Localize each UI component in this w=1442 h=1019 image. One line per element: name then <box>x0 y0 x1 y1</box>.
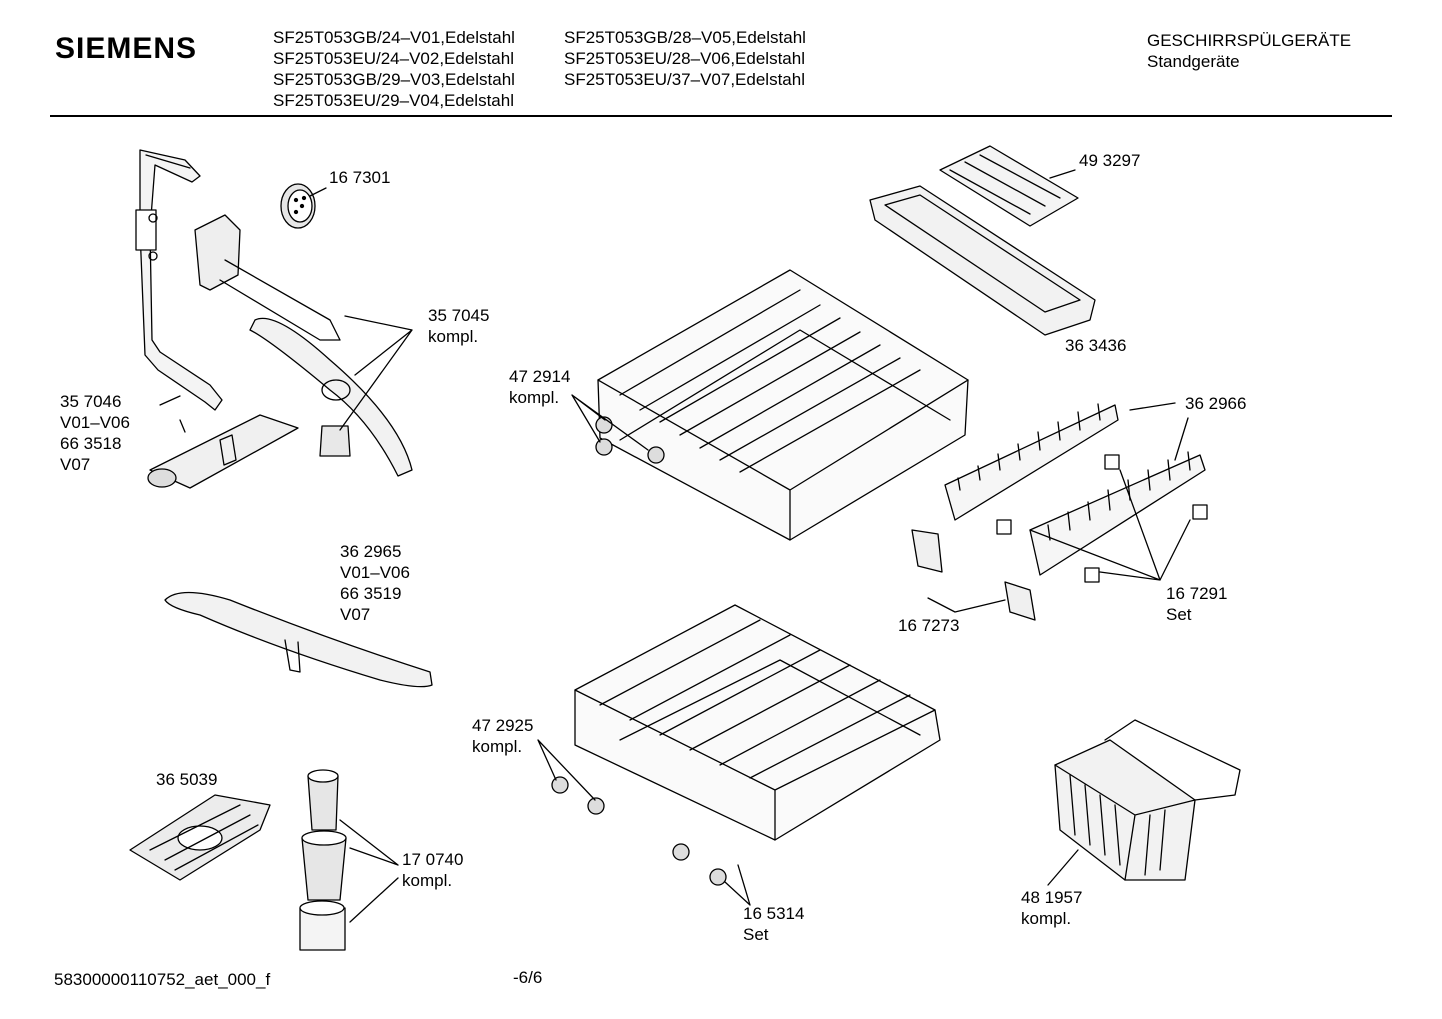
category-heading: GESCHIRRSPÜLGERÄTE Standgeräte <box>1147 30 1351 72</box>
category-subtitle: Standgeräte <box>1147 52 1240 71</box>
part-label-365039: 36 5039 <box>156 770 218 789</box>
filter-plate-drawing <box>130 795 270 880</box>
micro-filter-drawing <box>148 415 298 488</box>
part-label-472925: 47 2925 kompl. <box>472 716 534 756</box>
model-item: SF25T053EU/24–V02,Edelstahl <box>273 49 514 68</box>
page-number: -6/6 <box>513 968 543 987</box>
part-label-357046: 35 7046 V01–V06 66 3518 V07 <box>60 392 130 474</box>
filter-cap-drawing <box>281 184 315 228</box>
part-label-165314: 16 5314 Set <box>743 904 805 944</box>
part-label-481957: 48 1957 kompl. <box>1021 888 1083 928</box>
model-item: SF25T053GB/24–V01,Edelstahl <box>273 28 515 47</box>
part-label-362965: 36 2965 V01–V06 66 3519 V07 <box>340 542 410 624</box>
category-title: GESCHIRRSPÜLGERÄTE <box>1147 31 1352 50</box>
filter-set-drawing <box>300 770 346 950</box>
upper-basket-drawing <box>596 270 968 540</box>
part-label-363436: 36 3436 <box>1065 336 1127 355</box>
brand-logo: SIEMENS <box>55 32 198 65</box>
part-label-167291: 16 7291 Set <box>1166 584 1228 624</box>
upper-spray-assembly-drawing <box>195 215 412 476</box>
model-item: SF25T053GB/28–V05,Edelstahl <box>564 28 806 47</box>
model-list-col2: SF25T053GB/28–V05,Edelstahl SF25T053EU/2… <box>564 27 806 90</box>
part-label-472914: 47 2914 kompl. <box>509 367 571 407</box>
part-label-362966: 36 2966 <box>1185 394 1247 413</box>
header-divider <box>50 115 1392 117</box>
lower-spray-arm-drawing <box>165 593 432 687</box>
spray-pipe-drawing <box>136 150 222 410</box>
model-item: SF25T053EU/37–V07,Edelstahl <box>564 70 805 89</box>
model-item: SF25T053EU/29–V04,Edelstahl <box>273 91 514 110</box>
part-label-167273: 16 7273 <box>898 616 960 635</box>
model-item: SF25T053EU/28–V06,Edelstahl <box>564 49 805 68</box>
part-label-493297: 49 3297 <box>1079 151 1141 170</box>
tine-rows-drawing <box>912 404 1207 620</box>
part-label-357045: 35 7045 kompl. <box>428 306 490 346</box>
part-label-167301: 16 7301 <box>329 168 391 187</box>
part-label-170740: 17 0740 kompl. <box>402 850 464 890</box>
model-item: SF25T053GB/29–V03,Edelstahl <box>273 70 515 89</box>
leader-lines <box>160 170 1190 922</box>
document-id: 58300000110752_aet_000_f <box>54 970 271 989</box>
lower-basket-drawing <box>552 605 940 885</box>
model-list-col1: SF25T053GB/24–V01,Edelstahl SF25T053EU/2… <box>273 27 515 111</box>
cutlery-drawer-drawing <box>870 146 1095 335</box>
cutlery-basket-drawing <box>1055 720 1240 880</box>
